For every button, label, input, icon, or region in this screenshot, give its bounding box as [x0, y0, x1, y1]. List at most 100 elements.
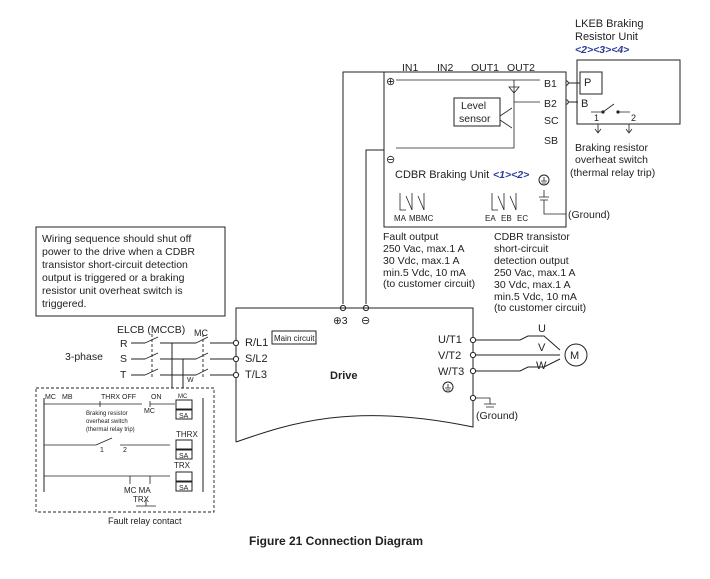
- lkeb-switch-leads: [594, 124, 633, 134]
- seq-on: ON: [151, 394, 162, 401]
- transistor-output-l2: short-circuit: [494, 243, 548, 255]
- level-sensor-line2: sensor: [459, 113, 491, 125]
- cdbr-out2: OUT2: [507, 62, 535, 74]
- fault-relay-label: Fault relay contact: [108, 516, 182, 526]
- mc-contacts: [195, 336, 209, 376]
- seq-br-line2: overheat switch: [86, 419, 128, 425]
- seq-sa2: SA: [179, 453, 189, 460]
- cdbr-unit-refs: <1><2>: [493, 169, 529, 181]
- drive-plus3: ⊕3: [333, 315, 348, 327]
- cdbr-sb: SB: [544, 135, 558, 147]
- wiring-note-box: [35, 226, 226, 317]
- seq-mc: MC: [45, 394, 56, 401]
- cdbr-plus-symbol: ⊕: [386, 76, 395, 88]
- lkeb-title-line2: Resistor Unit: [575, 31, 638, 43]
- fault-relay-contacts: [399, 193, 425, 211]
- transistor-output-l3: detection output: [494, 255, 569, 267]
- transistor-output-title: CDBR transistor: [494, 231, 570, 243]
- level-sensor: [453, 97, 501, 127]
- transistor-output-l5: 30 Vdc, max.1 A: [494, 279, 570, 291]
- lkeb-title-line1: LKEB Braking: [575, 18, 643, 30]
- cdbr-ea: EA: [485, 214, 496, 223]
- cdbr-ma: MA: [394, 214, 407, 223]
- note-l6: triggered.: [42, 298, 86, 310]
- motor-icon: [564, 343, 588, 367]
- elcb-contacts: [144, 336, 159, 376]
- fault-output-l4: min.5 Vdc, 10 mA: [383, 267, 466, 279]
- lkeb-unit: LKEB Braking Resistor Unit <2><3><4> P B…: [570, 18, 681, 179]
- cdbr-unit: IN1 IN2 OUT1 OUT2 B1 B2 SC SB ⊕ ⊖ Level …: [383, 62, 610, 228]
- lkeb-thermal-switch: [591, 103, 630, 113]
- drive-r-l1: R/L1: [245, 337, 268, 349]
- three-phase-supply: ELCB (MCCB) MC 3-phase R S T W: [65, 324, 233, 388]
- transistor-output-spec: CDBR transistor short-circuit detection …: [494, 231, 586, 314]
- lkeb-overheat-line3: (thermal relay trip): [570, 167, 655, 179]
- lkeb-term-b: B: [581, 98, 588, 110]
- figure-caption: Figure 21 Connection Diagram: [249, 534, 423, 548]
- cdbr-mc: MC: [421, 214, 434, 223]
- cdbr-box: [383, 71, 567, 228]
- drive-ground-label: (Ground): [476, 410, 518, 422]
- cdbr-eb: EB: [501, 214, 512, 223]
- level-sensor-line1: Level: [461, 100, 486, 112]
- lkeb-sw1: 1: [594, 113, 599, 123]
- seq-mc-ma: MC MA: [124, 486, 151, 495]
- fault-output-l3: 30 Vdc, max.1 A: [383, 255, 459, 267]
- dc-bus-wires: [342, 71, 384, 304]
- lkeb-overheat-line1: Braking resistor: [575, 142, 648, 154]
- supply-s: S: [120, 353, 127, 365]
- three-phase-label: 3-phase: [65, 351, 103, 363]
- note-l5: resistor unit overheat switch is: [42, 285, 183, 297]
- seq-mc2: MC: [144, 408, 155, 415]
- main-circuit-box: [271, 330, 317, 345]
- motor-w: W: [536, 360, 547, 372]
- fault-output-spec: Fault output 250 Vac, max.1 A 30 Vdc, ma…: [383, 231, 475, 290]
- seq-sw2: 2: [123, 447, 127, 454]
- cdbr-transistor-path: [396, 102, 515, 149]
- note-l2: power to the drive when a CDBR: [42, 246, 195, 258]
- seq-br-line1: Braking resistor: [86, 411, 128, 417]
- note-l3: transistor short-circuit detection: [42, 259, 188, 271]
- motor-v: V: [538, 342, 546, 354]
- cdbr-in2: IN2: [437, 62, 454, 74]
- sequence-box: [35, 387, 215, 513]
- cdbr-minus-symbol: ⊖: [386, 154, 395, 166]
- transistor-output-l6: min.5 Vdc, 10 mA: [494, 291, 577, 303]
- motor-label: M: [570, 350, 579, 362]
- motor-u: U: [538, 323, 546, 335]
- fault-output-title: Fault output: [383, 231, 439, 243]
- lkeb-refs: <2><3><4>: [575, 44, 629, 56]
- lkeb-overheat-line2: overheat switch: [575, 154, 648, 166]
- main-circuit-label: Main circuit: [274, 334, 315, 343]
- cdbr-ground-label: (Ground): [568, 209, 610, 221]
- cdbr-mb: MB: [409, 214, 421, 223]
- seq-trx: TRX: [174, 461, 191, 470]
- transistor-output-l4: 250 Vac, max.1 A: [494, 267, 576, 279]
- sequence-circuit: MC MB THRX OFF ON MC SA MC Braking resis…: [35, 387, 215, 513]
- drive-ground-wire: [476, 397, 496, 408]
- drive-s-l2: S/L2: [245, 353, 268, 365]
- seq-sa1: SA: [179, 413, 189, 420]
- cdbr-b2: B2: [544, 98, 557, 110]
- cdbr-out1: OUT1: [471, 62, 499, 74]
- supply-mc-label: MC: [194, 328, 208, 338]
- cdbr-unit-label: CDBR Braking Unit: [395, 169, 489, 181]
- seq-mc3: MC: [178, 394, 188, 400]
- drive-outline: [235, 307, 474, 443]
- seq-trx2: TRX: [133, 495, 150, 504]
- seq-thrx: THRX: [176, 430, 198, 439]
- seq-overheat-switch: [44, 437, 170, 446]
- note-l4: output is triggered or a braking: [42, 272, 185, 284]
- drive-label: Drive: [330, 370, 358, 382]
- drive-minus: ⊖: [361, 315, 370, 327]
- drive-w-t3: W/T3: [438, 366, 464, 378]
- transistor-output-l7: (to customer circuit): [494, 302, 586, 314]
- cdbr-ec: EC: [517, 214, 528, 223]
- wiring-note: Wiring sequence should shut off power to…: [35, 226, 226, 317]
- seq-thrx-off: THRX OFF: [101, 394, 136, 401]
- seq-sw1: 1: [100, 447, 104, 454]
- motor-wires: [476, 335, 561, 372]
- note-l1: Wiring sequence should shut off: [42, 233, 191, 245]
- elcb-label: ELCB (MCCB): [117, 324, 185, 336]
